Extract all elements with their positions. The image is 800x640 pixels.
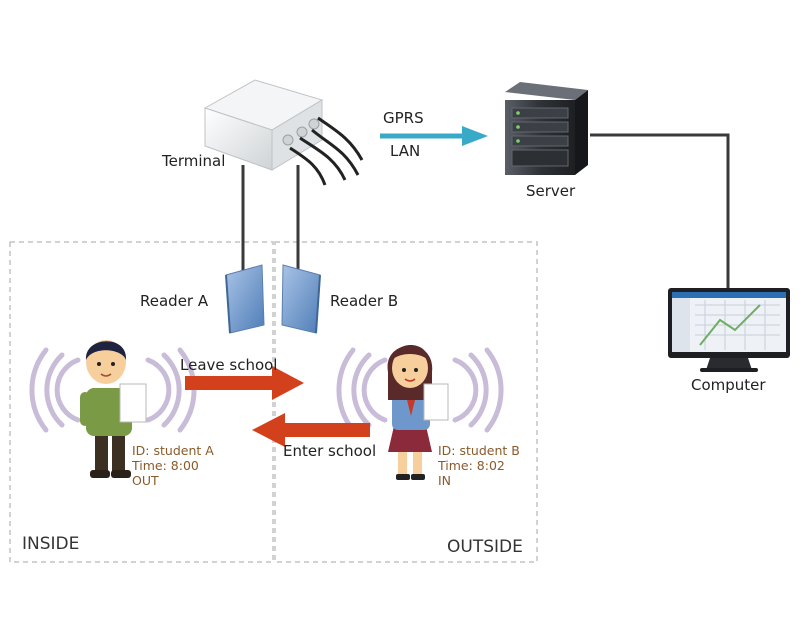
leave-school-arrow (185, 366, 304, 400)
enter-school-arrow (252, 413, 370, 447)
student-b-time: Time: 8:02 (438, 458, 505, 473)
lan-label: LAN (390, 142, 421, 160)
network-arrow (380, 126, 488, 146)
student-a-signal-waves (29, 347, 197, 433)
reader-b-label: Reader B (330, 292, 399, 310)
gprs-label: GPRS (383, 109, 424, 127)
reader-a-label: Reader A (140, 292, 209, 310)
student-a-info: ID: student A Time: 8:00 OUT (132, 443, 214, 488)
server-computer-cable (590, 133, 730, 290)
student-b-figure (387, 345, 449, 480)
terminal-label: Terminal (162, 152, 226, 170)
student-a-id: ID: student A (132, 443, 214, 458)
student-b-status: IN (438, 473, 452, 488)
outside-zone-border (274, 241, 538, 563)
computer-icon (668, 288, 790, 372)
student-a-time: Time: 8:00 (132, 458, 199, 473)
computer-label: Computer (691, 376, 766, 394)
student-a-status: OUT (132, 473, 159, 488)
inside-zone-label: INSIDE (22, 534, 80, 554)
student-a-figure (80, 340, 147, 478)
server-label: Server (526, 182, 576, 200)
outside-zone-label: OUTSIDE (447, 537, 523, 557)
server-icon (505, 82, 588, 175)
reader-b-antenna-icon (281, 264, 321, 334)
inside-zone-border (9, 241, 274, 563)
student-b-id: ID: student B (438, 443, 520, 458)
reader-a-antenna-icon (225, 264, 265, 334)
student-b-info: ID: student B Time: 8:02 IN (438, 443, 520, 488)
student-b-signal-waves (336, 347, 504, 433)
terminal-device-icon (203, 79, 364, 186)
enter-school-label: Enter school (283, 442, 377, 460)
leave-school-label: Leave school (180, 356, 278, 374)
